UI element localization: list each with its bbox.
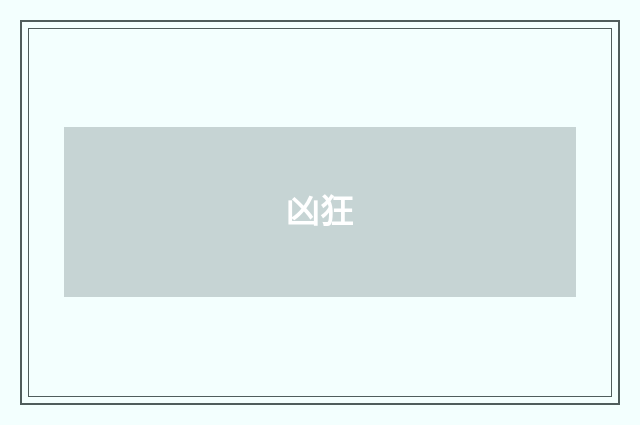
inner-frame-border <box>28 28 612 397</box>
banner-text: 凶狂 <box>286 192 354 232</box>
text-banner: 凶狂 <box>64 127 576 297</box>
outer-frame-border <box>20 20 620 405</box>
